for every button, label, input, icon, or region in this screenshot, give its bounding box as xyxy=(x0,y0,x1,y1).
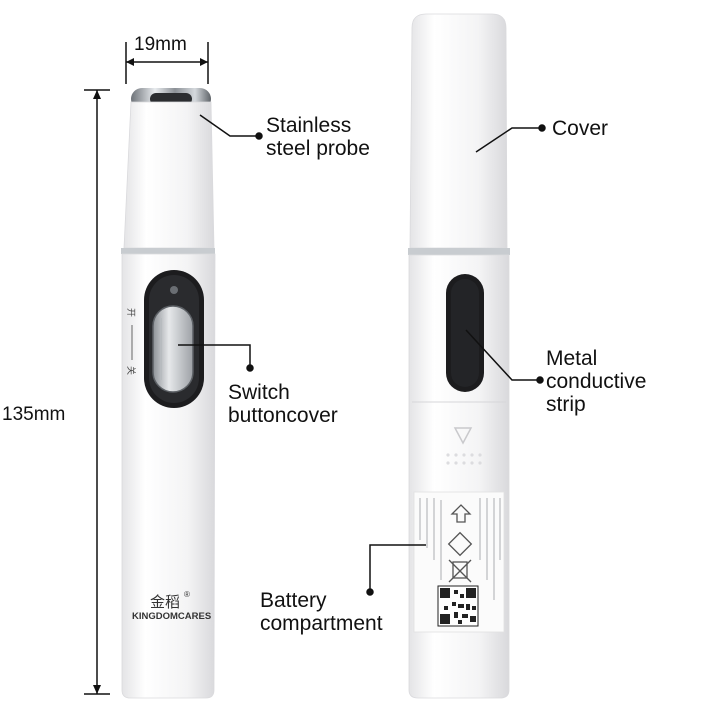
dimension-arrow-icon xyxy=(200,58,208,66)
probe-label-line2: steel probe xyxy=(266,137,370,160)
qr-code-icon xyxy=(437,585,479,627)
recycle-icon xyxy=(450,504,472,523)
height-label: 135mm xyxy=(2,404,66,425)
leader-dot-icon xyxy=(366,588,374,596)
cover-label: Cover xyxy=(552,117,609,140)
switch-label-line2: buttoncover xyxy=(228,404,338,427)
battery-label-sticker xyxy=(413,491,505,633)
probe-label-line1: Stainless xyxy=(266,114,352,137)
cover-body xyxy=(409,13,508,249)
leader-dot-icon xyxy=(536,376,544,384)
brand-latin: KINGDOMCARES xyxy=(132,611,211,622)
probe-body xyxy=(123,101,215,249)
strip-label-line1: Metal xyxy=(546,347,598,370)
switch-off-mark: 关 xyxy=(125,366,137,375)
battery-label: Battery compartment xyxy=(260,589,383,635)
switch-label: Switch buttoncover xyxy=(228,381,338,427)
pen-right xyxy=(408,13,510,699)
height-dimension xyxy=(84,89,110,695)
probe-label: Stainless steel probe xyxy=(266,114,370,160)
battery-label-line1: Battery xyxy=(260,589,327,612)
switch-label-line1: Switch xyxy=(228,381,290,404)
battery-label-line2: compartment xyxy=(260,612,383,635)
brand-mark: ® xyxy=(184,590,190,599)
dimension-arrow-icon xyxy=(93,685,101,694)
leader-dot-icon xyxy=(255,132,263,140)
width-dimension xyxy=(125,42,209,84)
strip-label-line2: conductive xyxy=(546,370,647,393)
dimension-arrow-icon xyxy=(126,58,134,66)
pen-left: 开 关 金稻 ® KINGDOMCARES xyxy=(121,88,216,699)
width-label: 19mm xyxy=(134,34,187,55)
switch-on-mark: 开 xyxy=(125,308,136,317)
weee-bin-icon xyxy=(448,559,472,583)
leader-dot-icon xyxy=(538,124,546,132)
leader-lines xyxy=(178,114,546,596)
strip-label: Metal conductive strip xyxy=(546,347,646,416)
strip-label-line3: strip xyxy=(546,393,586,416)
switch-button xyxy=(152,305,194,393)
dimension-arrow-icon xyxy=(93,90,101,99)
brand-chinese: 金稻 xyxy=(150,593,180,611)
leader-dot-icon xyxy=(246,364,254,372)
